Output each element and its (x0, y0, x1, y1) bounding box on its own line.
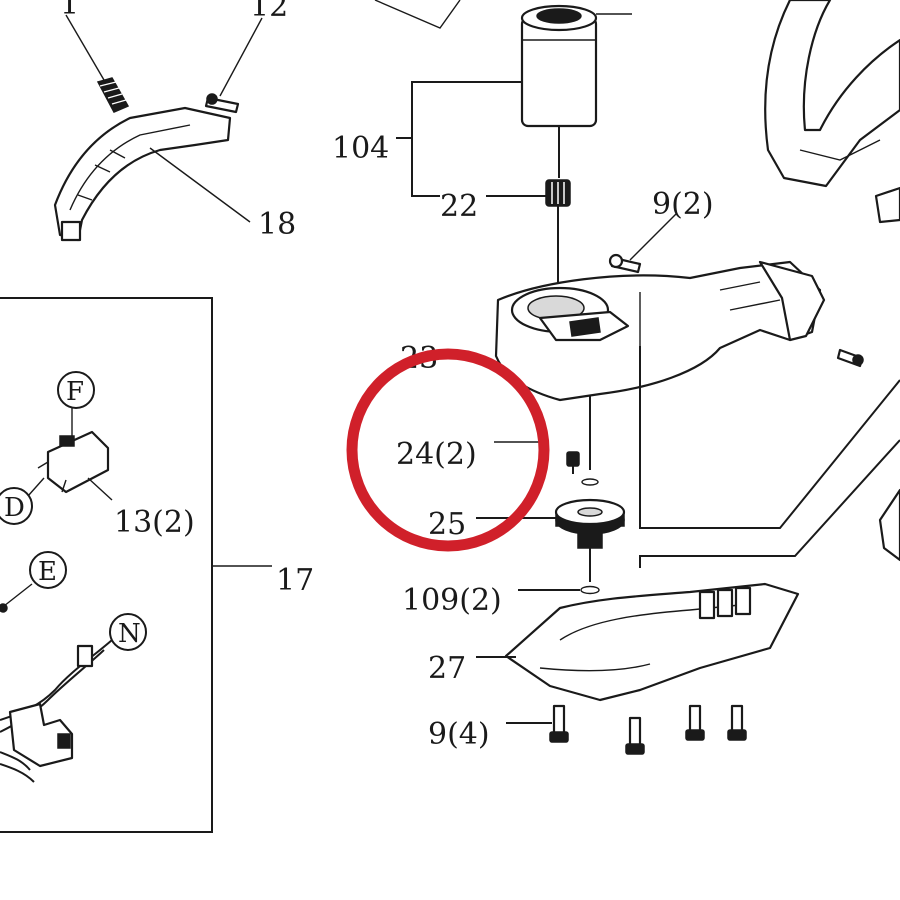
screw-9d (727, 704, 747, 741)
leader-9-2 (629, 213, 677, 261)
label-12: 12 (250, 0, 288, 24)
partial-component-top (374, 0, 461, 29)
spring-part-1 (96, 77, 130, 113)
circle-label-N: N (118, 619, 141, 649)
label-1: 1 (60, 0, 79, 22)
label-22: 22 (440, 189, 478, 224)
handle-part-18 (53, 106, 232, 242)
washer-part-109 (580, 585, 600, 595)
screw-9a (549, 704, 569, 743)
base-plate-part-27 (504, 582, 800, 702)
label-109-2: 109(2) (402, 583, 502, 618)
label-9-4: 9(4) (428, 717, 490, 752)
wiring-harness (0, 639, 113, 783)
screw-part-12 (204, 93, 240, 114)
label-13-2: 13(2) (114, 505, 195, 540)
circle-D: D (0, 487, 33, 525)
circle-F: F (57, 371, 95, 409)
terminal-E (0, 603, 8, 613)
pinion-part-22 (545, 179, 571, 290)
label-17: 17 (276, 563, 314, 598)
leader-18 (149, 147, 251, 223)
screw-part-24 (566, 451, 580, 474)
leader-13 (87, 477, 113, 501)
circle-E: E (29, 551, 67, 589)
circle-N: N (109, 613, 147, 651)
label-25: 25 (428, 507, 466, 542)
label-24-2: 24(2) (396, 437, 477, 472)
highlight-circle (346, 348, 550, 552)
circle-label-D: D (4, 493, 25, 523)
screw-part-9-upper (608, 253, 642, 274)
screw-9b (625, 716, 645, 755)
circle-label-E: E (38, 557, 57, 587)
gear-part-25 (554, 498, 626, 582)
gear-housing-part-23 (494, 260, 826, 470)
leader-1 (65, 14, 105, 81)
leader-E (3, 583, 33, 607)
screw-part-9-right (836, 348, 864, 368)
circle-label-F: F (66, 377, 84, 407)
washer-upper (581, 478, 599, 486)
bracket-right-upper (639, 346, 900, 529)
screws-part-9-lower (549, 704, 747, 755)
bracket-right-lower (639, 439, 900, 568)
label-9-2: 9(2) (652, 187, 714, 222)
label-104: 104 (332, 131, 389, 166)
label-18: 18 (258, 207, 296, 242)
leader-D (27, 477, 45, 497)
motor-part-104 (520, 4, 598, 178)
subassembly-box-17 (0, 297, 213, 833)
leader-12 (219, 17, 263, 97)
label-27: 27 (428, 651, 466, 686)
cover-part-right-top (764, 0, 900, 224)
switch-part-13 (37, 430, 110, 494)
cover-part-right-bottom (878, 488, 900, 562)
bracket-104 (411, 81, 522, 197)
screw-9c (685, 704, 705, 741)
